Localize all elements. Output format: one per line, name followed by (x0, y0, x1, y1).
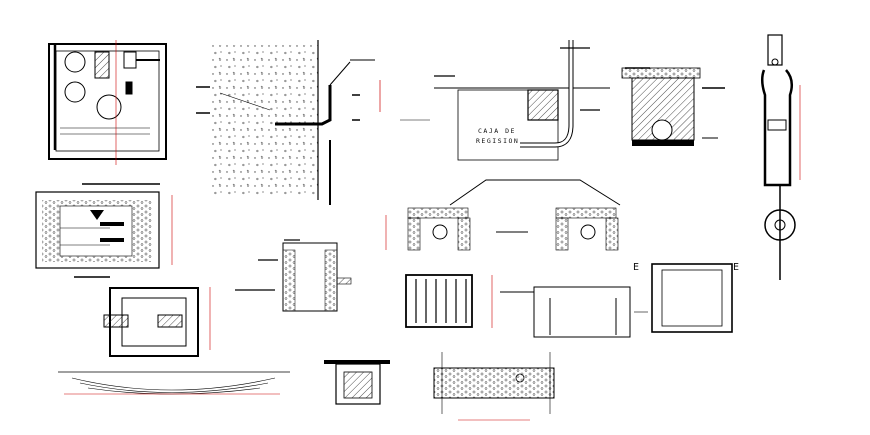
annotation-marker-right: E (733, 262, 741, 273)
tank-layout-plan (48, 40, 167, 165)
inspection-box-section: CAJA DE REGISION (400, 40, 610, 161)
beam-plan (433, 352, 555, 421)
manhole-section (35, 183, 173, 269)
twin-trench-sections (385, 179, 621, 251)
wall-section-detail (196, 40, 381, 205)
small-box-section (324, 360, 390, 405)
square-chamber-plan (74, 276, 211, 357)
annotation-marker-left: E (633, 262, 641, 273)
inspection-box-label-line2: REGISION (476, 137, 519, 145)
sump-section (500, 286, 648, 338)
pipe-bracket-elevation (761, 34, 801, 280)
hatched-chamber-section (621, 67, 725, 146)
tank-plan-with-markers: E E (633, 262, 741, 333)
inspection-box-label-line1: CAJA DE (478, 127, 516, 135)
grating-plan (405, 274, 493, 328)
trench-profile (58, 371, 290, 395)
manhole-icon (515, 373, 525, 383)
brick-chamber-section (235, 239, 352, 312)
